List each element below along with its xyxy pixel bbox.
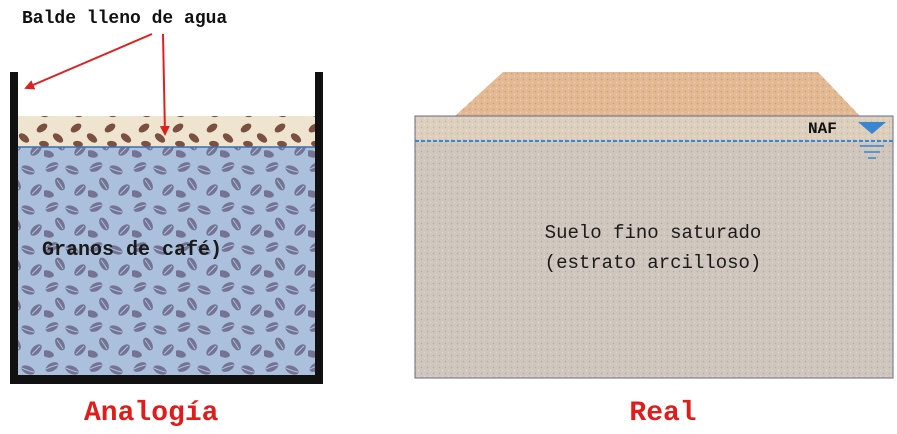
- water-table-icon: [858, 122, 886, 159]
- soil-label-line1: Suelo fino saturado: [545, 222, 762, 244]
- embankment: [455, 72, 860, 116]
- analogy-caption: Analogía: [84, 398, 219, 429]
- water-table-label: NAF: [808, 120, 837, 138]
- bucket: [10, 72, 323, 384]
- soil-label-line2: (estrato arcilloso): [545, 252, 762, 274]
- real-panel: NAF Suelo fino saturado (estrato arcillo…: [414, 72, 894, 429]
- bucket-label: Balde lleno de agua: [22, 9, 227, 29]
- real-caption: Real: [629, 398, 696, 429]
- label-arrows: [24, 33, 170, 136]
- beans-label: Granos de café): [42, 239, 222, 262]
- analogy-panel: Balde lleno de agua Granos de café) Anal…: [10, 9, 323, 429]
- saturated-clay-layer: [415, 141, 893, 378]
- coffee-beans: [18, 147, 315, 375]
- unsaturated-strip: [415, 116, 893, 141]
